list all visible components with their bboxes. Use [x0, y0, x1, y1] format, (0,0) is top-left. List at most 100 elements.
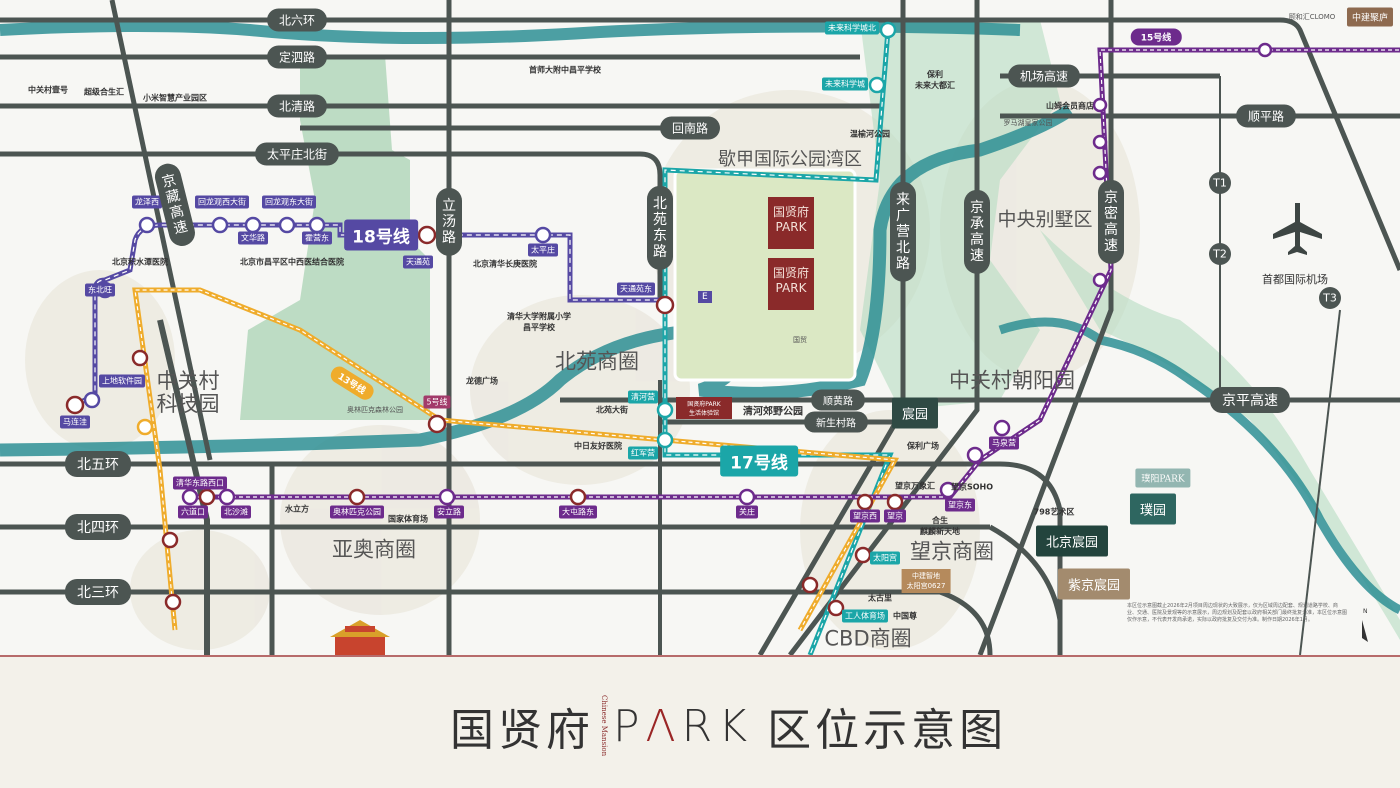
footer-banner [0, 655, 1400, 788]
poi-qinghe-country-park: 清河郊野公园 [743, 406, 803, 418]
poi-longde-plaza: 龙德广场 [466, 376, 498, 386]
station-wangjing[interactable]: 望京 [884, 509, 906, 523]
station-future-sci-city-north[interactable]: 未来科学城北 [825, 21, 879, 35]
wenyu-river [998, 317, 1400, 615]
brand-clomo: 颐和汇CLOMO [1288, 13, 1336, 21]
map-graphics [0, 0, 1400, 655]
station-tiantongyuan-east[interactable]: 天通苑东 [617, 282, 655, 296]
terminal-t3: T3 [1323, 291, 1337, 305]
road-label-jingcheng: 京承高速 [964, 189, 990, 275]
east-green-belt [1040, 230, 1400, 640]
metro-line-18-label: 18号线 [344, 219, 418, 251]
district-yaao: 亚奥商圈 [332, 537, 416, 562]
station-taiyanggong[interactable]: 太阳宫 [870, 551, 900, 565]
tiananmen-illustration [330, 620, 390, 655]
brand-zijing-chenyuan: 紫京宸园 [1057, 568, 1131, 600]
district-zhongguancun-sci-park: 中关村 科技园 [156, 368, 220, 416]
title-park-a: Λ [645, 700, 682, 752]
station-taipingzhuang[interactable]: 太平庄 [528, 243, 558, 257]
station-wangjingxi[interactable]: 望京西 [850, 509, 880, 523]
location-map[interactable]: 歇甲国际公园湾区 中央别墅区 北苑商圈 中关村 科技园 中关村朝阳园 亚奥商圈 … [0, 0, 1400, 655]
station-hongjunying[interactable]: 红军营 [628, 446, 658, 460]
poi-798-art-district: 798艺术区 [1033, 507, 1075, 517]
road-label-dingsi: 定泗路 [266, 45, 328, 69]
station-dongbeiwang[interactable]: 东北旺 [85, 283, 115, 297]
brand-chenyuan: 宸园 [891, 397, 939, 429]
road-label-shunhuang: 顺黄路 [811, 389, 865, 411]
poi-tsinghua-changgung: 北京清华长庚医院 [473, 259, 537, 269]
poi-jishuitan-hospital: 北京积水潭医院 [112, 257, 168, 267]
road-label-north-3rd-ring: 北三环 [65, 579, 131, 605]
station-malianwa[interactable]: 马连洼 [60, 415, 90, 429]
station-anlilu[interactable]: 安立路 [434, 505, 464, 519]
poi-capital-normal-school: 首师大附中昌平学校 [529, 65, 601, 75]
station-datunlu-east[interactable]: 大屯路东 [559, 505, 597, 519]
poi-wangjing-soho: 望京SOHO [950, 482, 994, 492]
title-park-rk: RK [681, 700, 754, 752]
road-label-laiguangying: 来广营北路 [890, 181, 916, 283]
station-olympic-park[interactable]: 奥林匹克公园 [330, 505, 384, 519]
poi-beiyuan-street: 北苑大街 [596, 405, 628, 415]
station-longzexi[interactable]: 龙泽西 [132, 195, 162, 209]
terminal-t2: T2 [1213, 247, 1227, 261]
road-label-jingmi: 京密高速 [1098, 179, 1124, 265]
poi-changping-tcm-hospital: 北京市昌平区中西医结合医院 [240, 257, 344, 267]
poi-super-hesheng: 超级合生汇 [84, 87, 124, 97]
road-label-huinan: 回南路 [659, 116, 721, 140]
poi-olympic-forest-park: 奥林匹克森林公园 [347, 406, 403, 414]
district-central-villa: 中央别墅区 [997, 208, 1093, 231]
poi-capital-airport: 首都国际机场 [1262, 273, 1328, 286]
brand-zhongjian-julu: 中建聚庐 [1346, 7, 1394, 27]
road-label-shunping: 顺平路 [1235, 104, 1297, 128]
poi-zhongguancun-1: 中关村壹号 [28, 85, 68, 95]
north-arrow-icon [1362, 620, 1368, 642]
road-label-xinshengcun: 新生村路 [804, 411, 868, 433]
station-workers-stadium[interactable]: 工人体育场 [842, 609, 888, 623]
poi-china-zun: 中国尊 [893, 611, 917, 621]
district-cbd: CBD商圈 [824, 626, 912, 651]
poi-tsinghua-primary: 清华大学附属小学 昌平学校 [507, 312, 571, 332]
road-label-north-5th-ring: 北五环 [65, 451, 131, 477]
road-label-north-6th-ring: 北六环 [266, 8, 328, 32]
project-name-cn: 国贤府 [772, 205, 809, 219]
station-wenhualu[interactable]: 文华路 [238, 231, 268, 245]
airplane-icon [1273, 203, 1322, 255]
station-wangjingdong[interactable]: 望京东 [945, 498, 975, 512]
title-park-p: P [613, 700, 646, 752]
project-name-cn: 国贤府 [772, 266, 809, 280]
station-liudaokou[interactable]: 六道口 [178, 505, 208, 519]
brand-beijing-chenyuan: 北京宸园 [1035, 525, 1109, 557]
poi-roma-lake-park: 罗马湖皇家公园 [1003, 119, 1053, 127]
station-huoyingdong[interactable]: 霍营东 [302, 231, 332, 245]
road-label-north-4th-ring: 北四环 [65, 514, 131, 540]
poi-xiaomi-park: 小米智慧产业园区 [143, 93, 207, 103]
station-qinghua-donglu-xikou[interactable]: 清华东路西口 [173, 476, 227, 490]
poi-wangjing-mixc: 望京万象汇 [895, 481, 935, 491]
title-project-cn: 国贤府 [450, 705, 594, 756]
station-tiantongyuan[interactable]: 天通苑 [403, 255, 433, 269]
station-shangdi-software-park[interactable]: 上地软件园 [99, 374, 145, 388]
poi-hesheng-qilin: 合生 麒麟新天地 [920, 516, 960, 536]
project-sales-center[interactable]: 国贤府PARK 生活体验馆 [676, 397, 732, 419]
station-qingheying[interactable]: 清河营 [628, 390, 658, 404]
station-guanzhuang[interactable]: 关庄 [736, 505, 758, 519]
station-beishatan[interactable]: 北沙滩 [221, 505, 251, 519]
project-site [673, 168, 857, 382]
station-huilongguan-west[interactable]: 回龙观西大街 [195, 195, 249, 209]
station-huilongguan-east[interactable]: 回龙观东大街 [262, 195, 316, 209]
station-future-sci-city[interactable]: 未来科学城 [822, 77, 868, 91]
metro-line-13 [132, 287, 900, 632]
road-label-litang: 立汤路 [436, 187, 462, 257]
brand-puyang-park: 璞阳PARK [1135, 468, 1191, 488]
district-beiyuan: 北苑商圈 [555, 349, 639, 374]
brand-puyuan: 璞园 [1129, 493, 1177, 525]
station-maquanying[interactable]: 马泉营 [989, 436, 1019, 450]
district-zhongguancun-chaoyang: 中关村朝阳园 [949, 368, 1075, 393]
poi-wenyu-river-park: 温榆河公园 [850, 129, 890, 139]
poi-national-stadium: 国家体育场 [388, 514, 428, 524]
disclaimer-text: 本区位示意图截止2026年2月项目周边现状的大致展示，仅为区域周边配套、规划道路… [1127, 603, 1348, 623]
poi-zhongjian-taiyanggong: 中建智地 太阳宫0627 [901, 569, 951, 593]
poi-china-japan-hospital: 中日友好医院 [574, 441, 622, 451]
